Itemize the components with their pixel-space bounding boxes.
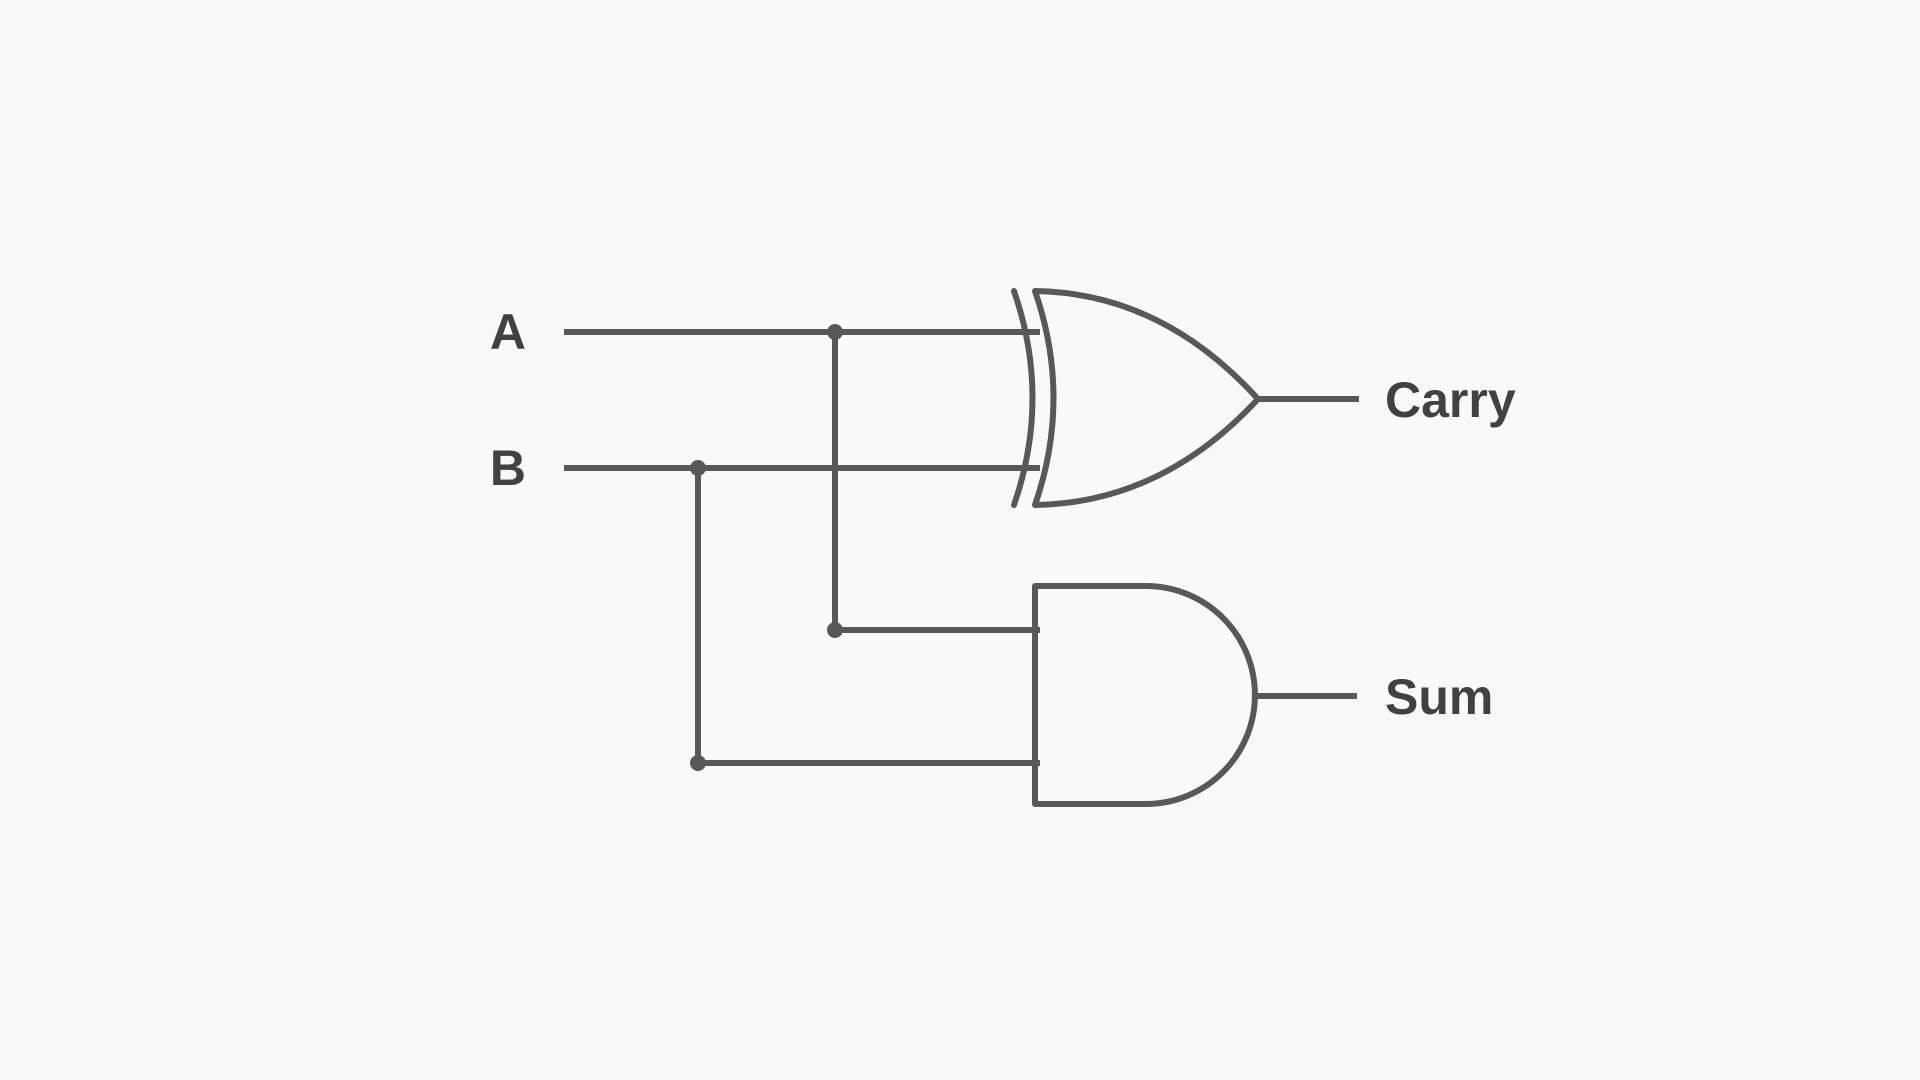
junction-dot-b-split bbox=[690, 460, 706, 476]
xor-gate-body bbox=[1032, 288, 1261, 508]
junction-dot-group bbox=[690, 324, 843, 771]
and-gate[interactable] bbox=[1032, 583, 1258, 807]
wire-group bbox=[564, 329, 1359, 766]
junction-dot-a-corner bbox=[827, 622, 843, 638]
junction-dot-a-split bbox=[827, 324, 843, 340]
and-gate-body bbox=[1032, 583, 1258, 807]
xor-gate-back-arc bbox=[1011, 288, 1036, 508]
output-label-carry: Carry bbox=[1385, 372, 1516, 428]
wire-b-branch-to-and[interactable] bbox=[695, 465, 1040, 766]
input-label-a: A bbox=[489, 304, 526, 360]
input-label-b: B bbox=[489, 440, 526, 496]
output-label-sum: Sum bbox=[1385, 669, 1494, 725]
junction-dot-b-corner bbox=[690, 755, 706, 771]
xor-gate[interactable] bbox=[1011, 288, 1261, 508]
wire-a-branch-to-and[interactable] bbox=[832, 329, 1040, 633]
